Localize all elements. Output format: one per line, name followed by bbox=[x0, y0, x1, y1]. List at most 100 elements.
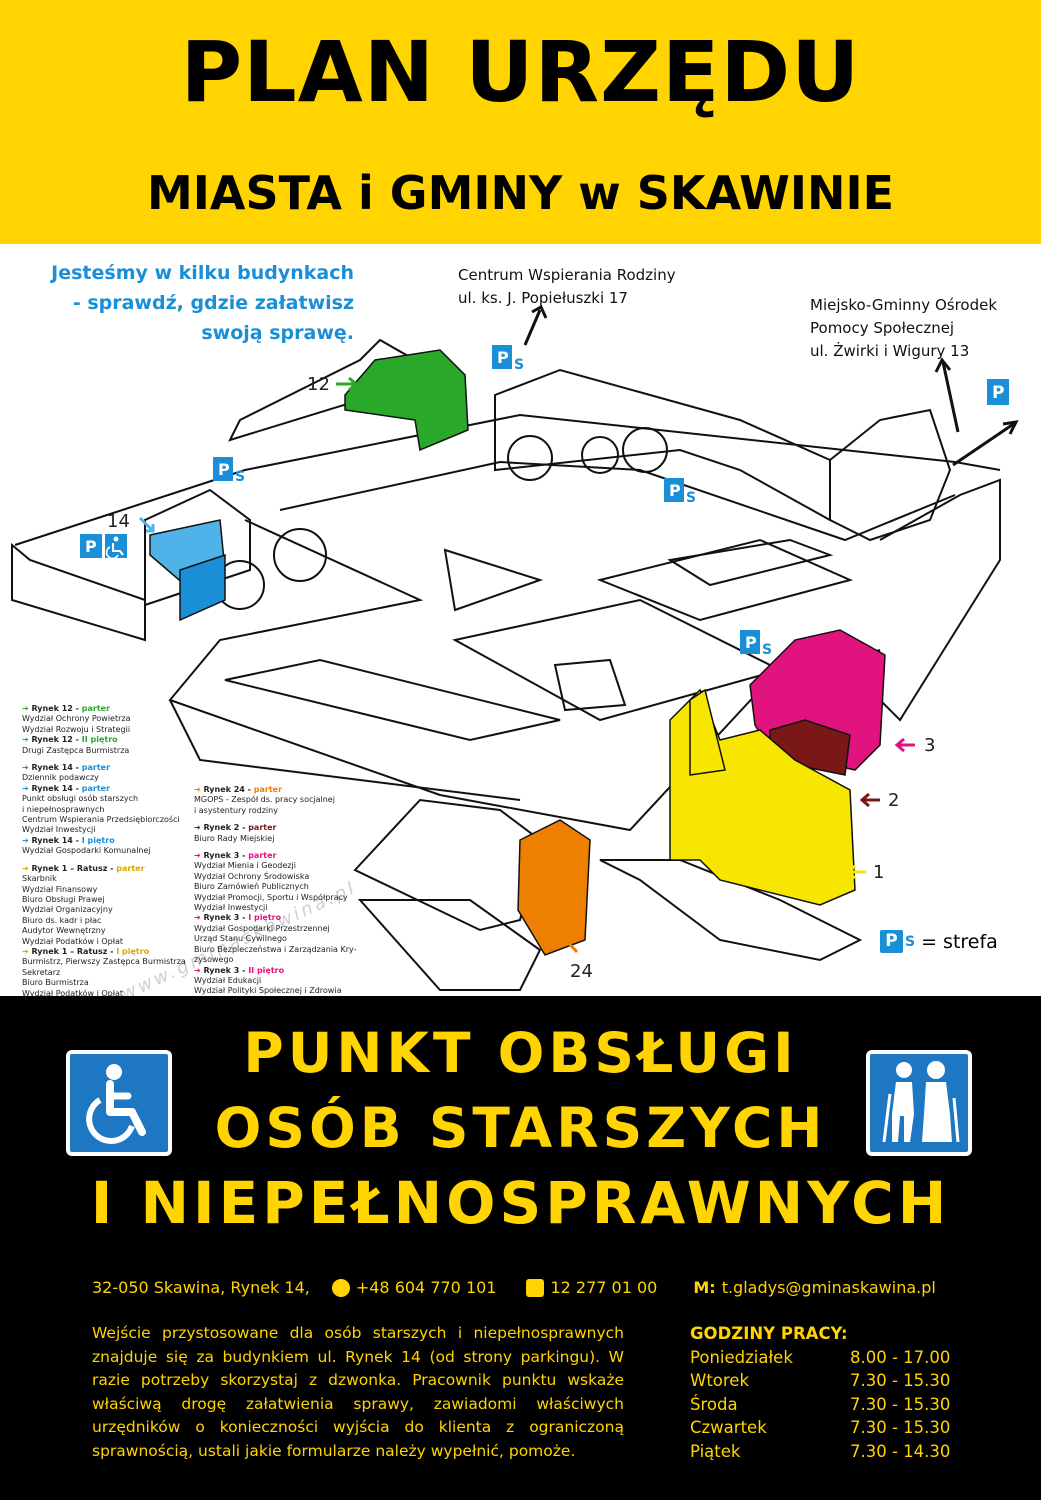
legend-item: Wydział Organizacyjny bbox=[22, 905, 113, 915]
department-legend-left: ➔ Rynek 12 - parter Wydział Ochrony Powi… bbox=[22, 704, 186, 999]
landline-phone-number: 12 277 01 00 bbox=[550, 1278, 658, 1297]
day: Wtorek bbox=[690, 1371, 750, 1390]
legend-heading: ➔ Rynek 3 - II piętro bbox=[194, 965, 285, 975]
legend-item: Wydział Rozwoju i Strategii bbox=[22, 724, 131, 734]
legend-item: i niepełnosprawnych bbox=[22, 804, 105, 814]
location-address: ul. ks. J. Popiełuszki 17 bbox=[458, 289, 628, 307]
email-contact[interactable]: M: t.gladys@gminaskawina.pl bbox=[693, 1278, 935, 1297]
legend-item: Wydział Finansowy bbox=[22, 884, 98, 894]
time: 7.30 - 15.30 bbox=[850, 1394, 951, 1414]
svg-text:P: P bbox=[85, 537, 97, 556]
mobile-phone[interactable]: +48 604 770 101 bbox=[331, 1278, 496, 1297]
svg-text:P: P bbox=[497, 348, 509, 367]
location-name: Miejsko-Gminny Ośrodek bbox=[810, 296, 998, 314]
svg-text:S: S bbox=[514, 357, 524, 373]
building-number-12: 12 bbox=[307, 374, 330, 395]
building-number-2: 2 bbox=[888, 790, 900, 811]
legend-item: Wydział Ochrony Powietrza bbox=[22, 714, 131, 724]
svg-text:P: P bbox=[669, 481, 681, 500]
svg-text:S: S bbox=[762, 642, 772, 658]
legend-item: Punkt obsługi osób starszych bbox=[22, 794, 139, 804]
title-line: I NIEPEŁNOSPRAWNYCH bbox=[90, 1169, 951, 1237]
parking-zone-legend: P S = strefa bbox=[880, 930, 998, 953]
day: Poniedziałek bbox=[690, 1347, 793, 1367]
legend-item: Wydział Podatków i Opłat bbox=[22, 988, 124, 998]
legend-heading: ➔ Rynek 14 - parter bbox=[22, 783, 111, 793]
location-name: Centrum Wspierania Rodziny bbox=[458, 266, 676, 284]
legend-heading: ➔ Rynek 1 – Ratusz - I piętro bbox=[22, 946, 150, 956]
email-label: M: bbox=[693, 1278, 716, 1297]
intro-line: - sprawdź, gdzie załatwisz bbox=[72, 292, 354, 314]
phone-icon bbox=[331, 1278, 350, 1297]
location-family-support-center: Centrum Wspierania Rodziny ul. ks. J. Po… bbox=[458, 264, 676, 310]
hours-row: Czwartek 7.30 - 15.30 bbox=[690, 1416, 960, 1440]
elderly-people-icon bbox=[866, 1050, 972, 1156]
legend-item: Audytor Wewnętrzny bbox=[22, 926, 106, 936]
svg-text:S: S bbox=[686, 490, 696, 506]
title-line: OSÓB STARSZYCH bbox=[214, 1096, 827, 1160]
title-line: PUNKT OBSŁUGI bbox=[243, 1021, 798, 1085]
legend-item: Urząd Stanu Cywilnego bbox=[194, 934, 287, 944]
legend-item: Wydział Ochrony Środowiska bbox=[194, 871, 310, 881]
location-address: ul. Żwirki i Wigury 13 bbox=[810, 342, 970, 360]
legend-item: Wydział Promocji, Sportu i Współpracy bbox=[194, 892, 348, 902]
service-description: Wejście przystosowane dla osób starszych… bbox=[92, 1324, 624, 1460]
service-point-title: PUNKT OBSŁUGI OSÓB STARSZYCH I NIEPEŁNOS… bbox=[0, 1016, 1041, 1241]
legend-item: Biuro ds. kadr i płac bbox=[22, 915, 102, 925]
legend-item: Wydział Mienia i Geodezji bbox=[194, 861, 296, 871]
svg-text:P: P bbox=[992, 383, 1004, 403]
svg-text:S: S bbox=[235, 469, 245, 485]
department-legend-right: ➔ Rynek 24 - parter MGOPS - Zespół ds. p… bbox=[194, 785, 357, 997]
legend-item: Centrum Wspierania Przedsiębiorczości bbox=[22, 815, 180, 825]
legend-heading: ➔ Rynek 12 - II piętro bbox=[22, 735, 118, 745]
legend-item: Wydział Inwestycji bbox=[22, 825, 96, 835]
time: 7.30 - 15.30 bbox=[850, 1418, 951, 1437]
legend-item: Biuro Bezpieczeństwa i Zarządzania Kry- bbox=[194, 944, 357, 954]
hours-row: Wtorek 7.30 - 15.30 bbox=[690, 1369, 960, 1393]
header-banner: PLAN URZĘDU MIASTA i GMINY w SKAWINIE bbox=[0, 0, 1041, 244]
parking-icon: P bbox=[880, 930, 903, 953]
legend-item: zysowego bbox=[194, 955, 234, 965]
intro-line: swoją sprawę. bbox=[201, 322, 354, 344]
email-address: t.gladys@gminaskawina.pl bbox=[721, 1278, 936, 1297]
address: 32-050 Skawina, Rynek 14, bbox=[92, 1278, 310, 1297]
intro-text: Jesteśmy w kilku budynkach - sprawdź, gd… bbox=[24, 258, 354, 348]
legend-item: Dziennik podawczy bbox=[22, 773, 99, 783]
parking-zone-label: = strefa bbox=[921, 930, 998, 953]
location-social-welfare-center: Miejsko-Gminny Ośrodek Pomocy Społecznej… bbox=[810, 294, 997, 363]
legend-heading: ➔ Rynek 14 - parter bbox=[22, 763, 111, 773]
parking-zone-suffix: S bbox=[905, 933, 916, 950]
legend-item: Burmistrz, Pierwszy Zastępca Burmistrza bbox=[22, 957, 186, 967]
legend-item: Skarbnik bbox=[22, 874, 57, 884]
legend-heading: ➔ Rynek 1 – Ratusz - parter bbox=[22, 863, 145, 873]
legend-heading: ➔ Rynek 3 - I piętro bbox=[194, 913, 282, 923]
building-number-1: 1 bbox=[873, 862, 885, 883]
wheelchair-icon bbox=[66, 1050, 172, 1156]
legend-item: MGOPS - Zespół ds. pracy socjalnej bbox=[194, 795, 335, 805]
building-number-14: 14 bbox=[107, 511, 130, 532]
legend-item: Wydział Polityki Społecznej i Zdrowia bbox=[194, 986, 342, 996]
legend-item: i asystentury rodziny bbox=[194, 805, 278, 815]
building-number-24: 24 bbox=[570, 961, 593, 982]
time: 7.30 - 15.30 bbox=[850, 1371, 951, 1390]
legend-heading: ➔ Rynek 14 - I piętro bbox=[22, 835, 115, 845]
legend-item: Biuro Rady Miejskiej bbox=[194, 833, 275, 843]
legend-item: Biuro Obsługi Prawej bbox=[22, 894, 105, 904]
legend-item: Wydział Inwestycji bbox=[194, 903, 268, 913]
building-number-3: 3 bbox=[924, 735, 936, 756]
landline-phone[interactable]: 12 277 01 00 bbox=[526, 1278, 657, 1297]
day: Czwartek bbox=[690, 1418, 767, 1437]
legend-item: Drugi Zastępca Burmistrza bbox=[22, 745, 130, 755]
svg-text:P: P bbox=[218, 460, 230, 479]
legend-item: Biuro Zamówień Publicznych bbox=[194, 882, 309, 892]
legend-heading: ➔ Rynek 2 - parter bbox=[194, 823, 277, 833]
time: 7.30 - 14.30 bbox=[850, 1441, 951, 1461]
legend-item: Wydział Gospodarki Komunalnej bbox=[22, 846, 151, 856]
legend-item: Wydział Podatków i Opłat bbox=[22, 936, 124, 946]
